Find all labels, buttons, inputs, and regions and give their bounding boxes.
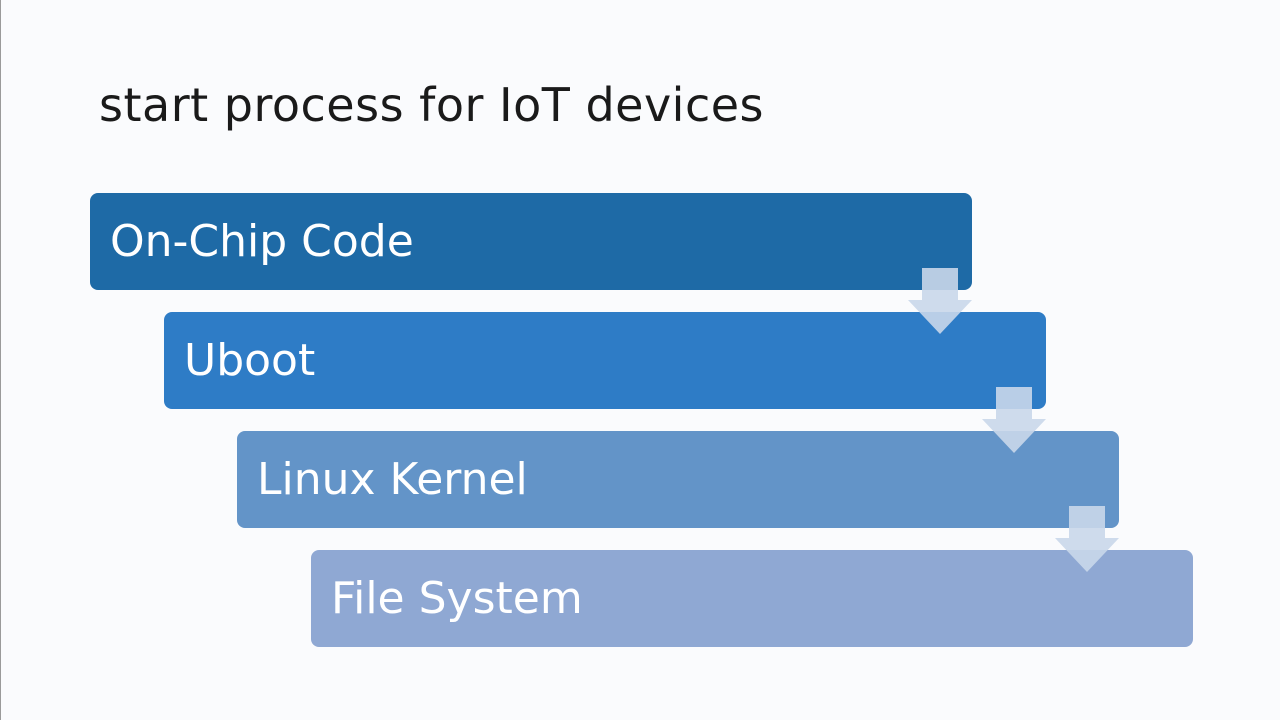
down-arrow-icon [982,387,1046,453]
step-label: On-Chip Code [110,216,414,267]
step-uboot: Uboot [164,312,1046,409]
step-on-chip-code: On-Chip Code [90,193,972,290]
step-label: Uboot [184,335,316,386]
step-linux-kernel: Linux Kernel [237,431,1119,528]
down-arrow-icon [1055,506,1119,572]
step-label: Linux Kernel [257,454,528,505]
step-file-system: File System [311,550,1193,647]
step-label: File System [331,573,583,624]
slide-title: start process for IoT devices [99,78,765,132]
down-arrow-icon [908,268,972,334]
